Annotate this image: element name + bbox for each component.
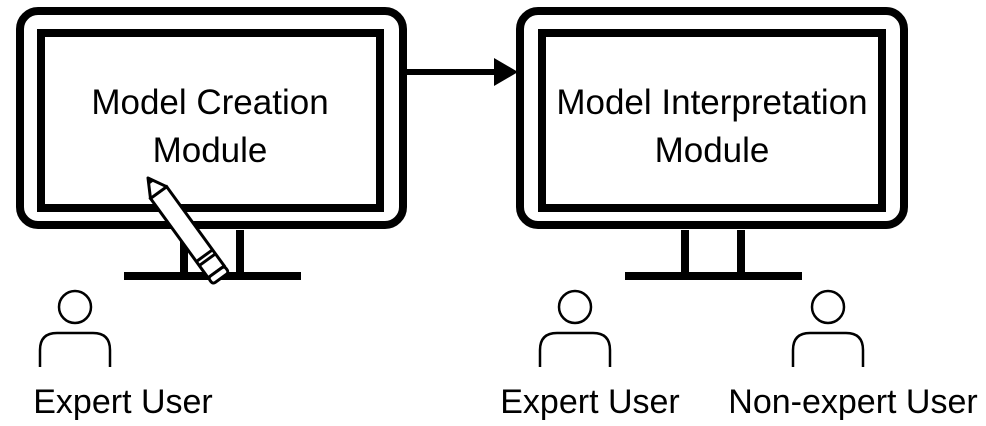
arrow-right-icon (407, 58, 518, 86)
user-label-expert-creation: Expert User (33, 383, 213, 421)
user-icon (38, 289, 112, 367)
user-icon (538, 289, 612, 367)
monitor-interpretation-icon (516, 7, 908, 280)
monitor-creation-bezel (16, 7, 407, 229)
user-label-nonexpert: Non-expert User (728, 383, 977, 421)
module-interpretation-title-line1: Model Interpretation (556, 83, 867, 122)
user-icon (791, 289, 865, 367)
module-creation-title-line1: Model Creation (91, 83, 328, 122)
user-label-expert-interpretation: Expert User (500, 383, 680, 421)
monitor-creation-screen (37, 29, 384, 212)
module-interpretation-title-line2: Module (655, 131, 770, 170)
monitor-interpretation-bezel (516, 7, 908, 229)
monitor-interpretation-screen (538, 29, 886, 212)
pencil-icon (146, 176, 230, 285)
module-creation-title-line2: Module (153, 131, 268, 170)
